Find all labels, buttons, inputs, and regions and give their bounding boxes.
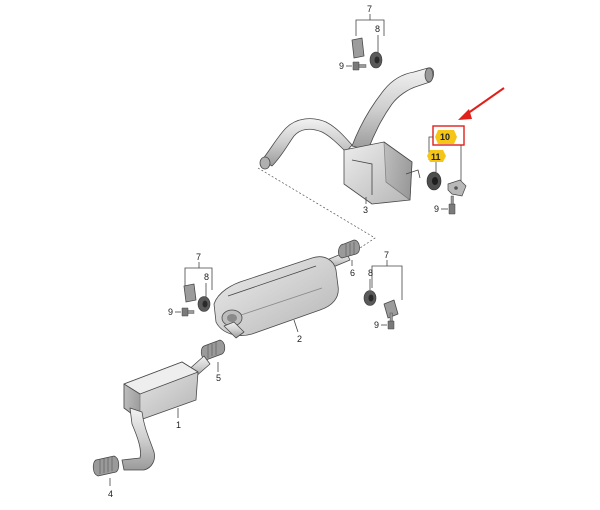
hanger-group-top: 7 8 9 [339, 4, 385, 71]
clamp-centre-group: 6 [338, 239, 360, 278]
pointer-arrow [458, 87, 505, 120]
callout-bushing-top: 8 [375, 24, 380, 34]
pipe-clamp-4 [92, 455, 120, 477]
callout-bushing-mid-left: 8 [204, 272, 209, 282]
hanger-group-mid-right: 7 8 9 [363, 250, 403, 330]
bolt-icon-mid-right [387, 320, 395, 330]
rear-muffler-assembly [259, 67, 434, 205]
front-muffler-assembly [121, 355, 211, 471]
callout-bolt-mid-right: 9 [374, 320, 379, 330]
callout-clamp-front: 4 [108, 489, 113, 499]
pipe-clamp-6 [338, 239, 360, 259]
front-downpipe [121, 407, 155, 471]
hanger-bracket-top [351, 37, 365, 59]
callout-rear-muffler: 3 [363, 205, 368, 215]
rear-tail-pipe [351, 67, 434, 151]
callout-bolt-rear: 9 [434, 204, 439, 214]
clamp-mid-group: 5 [200, 339, 226, 383]
highlight-box [432, 125, 465, 146]
rear-muffler-side [383, 141, 413, 201]
callout-hanger-top: 7 [367, 4, 372, 14]
bolt-icon-mid-left [181, 307, 189, 317]
bolt-rear-group: 9 [434, 195, 456, 215]
callout-bracket: 10 [440, 132, 450, 142]
callout-badge-10 [435, 130, 457, 144]
inlet-pipe-end [259, 156, 271, 170]
bolt-icon-top [352, 61, 360, 71]
callout-clamp-mid: 5 [216, 373, 221, 383]
callout-bushing-mid-right: 8 [368, 268, 373, 278]
callout-hanger-right: 7 [384, 250, 389, 260]
callout-hanger-mid: 7 [196, 252, 201, 262]
hanger-group-mid-left: 7 8 9 [168, 252, 213, 317]
pipe-clamp-5 [200, 339, 226, 361]
bolt-icon-rear [448, 203, 456, 215]
callout-bolt-top: 9 [339, 61, 344, 71]
centre-muffler-assembly [213, 251, 351, 339]
callout-washer: 11 [431, 152, 441, 162]
callout-badge-11 [427, 150, 446, 162]
clamp-front-group: 4 [92, 455, 120, 499]
rear-inlet-pipe [261, 118, 353, 167]
callout-bolt-mid-left: 9 [168, 307, 173, 317]
callout-centre-muffler: 2 [297, 334, 302, 344]
tail-pipe-end [424, 67, 434, 83]
hanger-bracket-mid-left [183, 283, 197, 303]
highlight-group: 10 11 [426, 125, 467, 197]
callout-clamp-centre: 6 [350, 268, 355, 278]
callout-front-muffler: 1 [176, 420, 181, 430]
hanger-bracket-mid-right [383, 299, 399, 319]
